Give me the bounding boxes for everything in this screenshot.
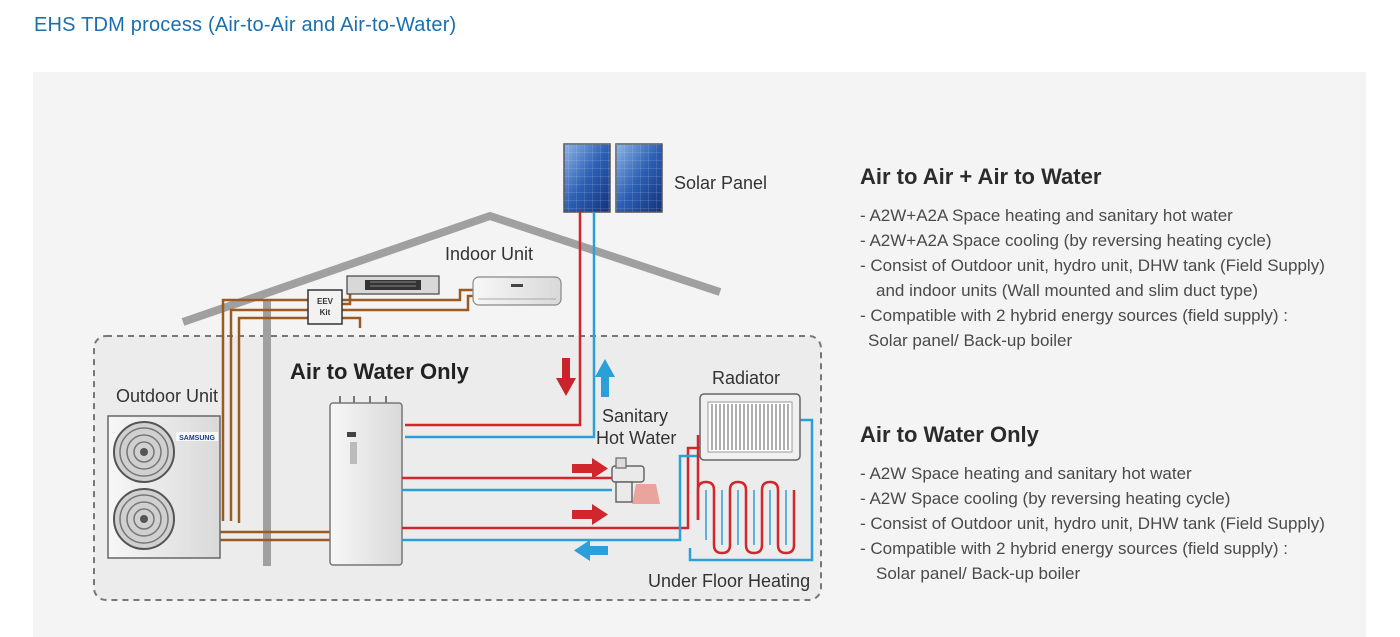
outdoor-unit-label: Outdoor Unit: [116, 386, 218, 406]
eev-kit-label-1: EEV: [317, 297, 334, 306]
hydro-unit: [329, 396, 403, 566]
section-a2w-only-line-4: - Compatible with 2 hybrid energy source…: [860, 539, 1289, 558]
section-a2a-a2w-line-6: Solar panel/ Back-up boiler: [868, 331, 1073, 350]
radiator-label: Radiator: [712, 368, 780, 388]
flow-arrow-right-red-1: [572, 458, 608, 479]
section-a2w-only-line-2: - A2W Space cooling (by reversing heatin…: [860, 489, 1231, 508]
outdoor-unit: SAMSUNG: [107, 415, 221, 559]
flow-arrow-left-blue: [574, 540, 608, 561]
page-title: EHS TDM process (Air-to-Air and Air-to-W…: [34, 14, 457, 36]
section-a2a-a2w-line-1: - A2W+A2A Space heating and sanitary hot…: [860, 206, 1233, 225]
section-a2a-a2w-line-5: - Compatible with 2 hybrid energy source…: [860, 306, 1289, 325]
section-a2w-only: Air to Water Only - A2W Space heating an…: [860, 422, 1380, 586]
sanitary-label-1: Sanitary: [602, 406, 668, 426]
air-to-water-only-label: Air to Water Only: [290, 359, 470, 384]
under-floor-heating-coil: [696, 480, 796, 555]
section-a2w-only-line-1: - A2W Space heating and sanitary hot wat…: [860, 464, 1192, 483]
solar-hot-pipe: [405, 212, 582, 427]
solar-cold-pipe: [405, 212, 596, 439]
section-a2a-a2w-line-4: and indoor units (Wall mounted and slim …: [876, 281, 1259, 300]
section-a2w-only-line-5: Solar panel/ Back-up boiler: [876, 564, 1081, 583]
eev-kit: EEV Kit: [307, 289, 343, 325]
solar-panel: [563, 143, 663, 213]
section-a2w-only-line-3: - Consist of Outdoor unit, hydro unit, D…: [860, 514, 1325, 533]
flow-arrow-up-blue: [595, 359, 615, 397]
solar-panel-label: Solar Panel: [674, 173, 767, 193]
flow-arrow-right-red-2: [572, 504, 608, 525]
house-roof: [181, 212, 722, 326]
eev-kit-label-2: Kit: [320, 308, 331, 317]
air-to-water-boundary: [93, 335, 822, 601]
sanitary-label-2: Hot Water: [596, 428, 676, 448]
radiator: [699, 393, 801, 461]
wall-indoor-unit: [472, 276, 562, 306]
section-a2w-only-heading: Air to Water Only: [860, 422, 1039, 447]
refrigerant-pipes: [218, 288, 475, 542]
flow-arrow-down-red: [556, 358, 576, 396]
sanitary-hot-water-tap: [611, 457, 660, 504]
under-floor-heating-label: Under Floor Heating: [648, 571, 810, 591]
section-a2a-a2w: Air to Air + Air to Water - A2W+A2A Spac…: [860, 164, 1380, 353]
section-a2a-a2w-line-2: - A2W+A2A Space cooling (by reversing he…: [860, 231, 1272, 250]
duct-indoor-unit: [346, 275, 440, 295]
outdoor-unit-brand: SAMSUNG: [179, 435, 215, 442]
water-pipes: [402, 418, 814, 562]
indoor-unit-label: Indoor Unit: [445, 244, 533, 264]
section-a2a-a2w-heading: Air to Air + Air to Water: [860, 164, 1102, 189]
section-a2a-a2w-line-3: - Consist of Outdoor unit, hydro unit, D…: [860, 256, 1325, 275]
